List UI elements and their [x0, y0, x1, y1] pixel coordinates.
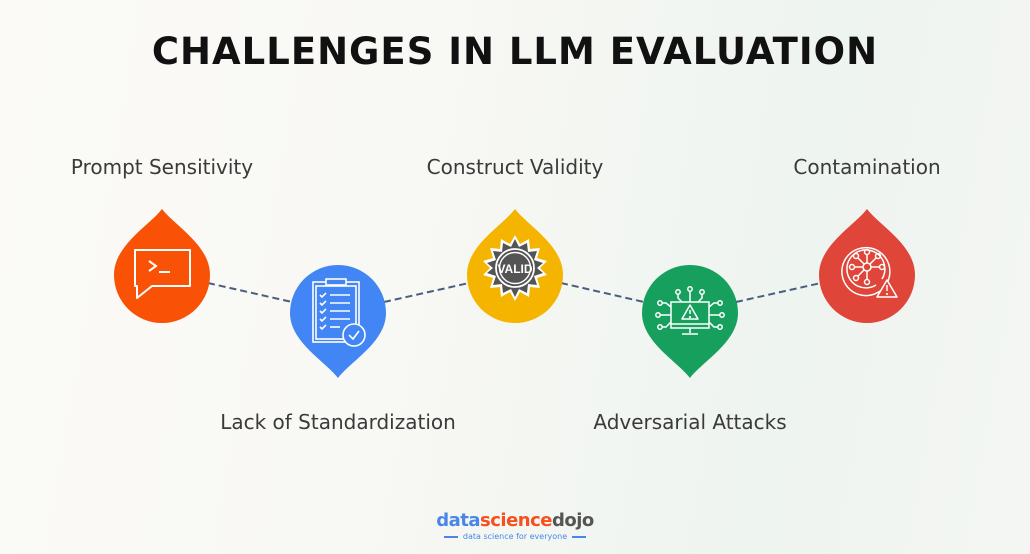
page-title: CHALLENGES IN LLM EVALUATION	[151, 30, 879, 73]
label-lack-of-standardization: Lack of Standardization	[220, 410, 456, 434]
label-contamination: Contamination	[793, 155, 941, 179]
logo-text-science: science	[480, 510, 552, 531]
virus-warning-icon	[841, 246, 898, 298]
drop-construct-validity: VALID	[467, 209, 563, 323]
logo-text-dojo: dojo	[551, 510, 594, 531]
label-prompt-sensitivity: Prompt Sensitivity	[70, 155, 254, 179]
brand-logo: datasciencedojo data science for everyon…	[0, 510, 1030, 541]
valid-badge-text: VALID	[497, 262, 532, 276]
logo-tagline: data science for everyone	[462, 532, 568, 541]
tagline-dash-right	[572, 535, 587, 538]
connector-lines	[207, 282, 822, 303]
terminal-chat-icon	[134, 249, 191, 299]
pin-adversarial-attacks	[642, 265, 738, 378]
logo-text-data: data	[436, 510, 481, 531]
clipboard-checklist-icon	[312, 278, 366, 347]
valid-badge-icon: VALID	[483, 235, 547, 301]
drop-contamination	[819, 209, 915, 323]
label-adversarial-attacks: Adversarial Attacks	[593, 410, 787, 434]
tagline-dash-left	[443, 535, 458, 538]
pin-lack-of-standardization	[290, 265, 386, 378]
monitor-warning-circuit-icon	[655, 286, 725, 335]
drop-prompt-sensitivity	[114, 209, 210, 323]
label-construct-validity: Construct Validity	[426, 155, 604, 179]
